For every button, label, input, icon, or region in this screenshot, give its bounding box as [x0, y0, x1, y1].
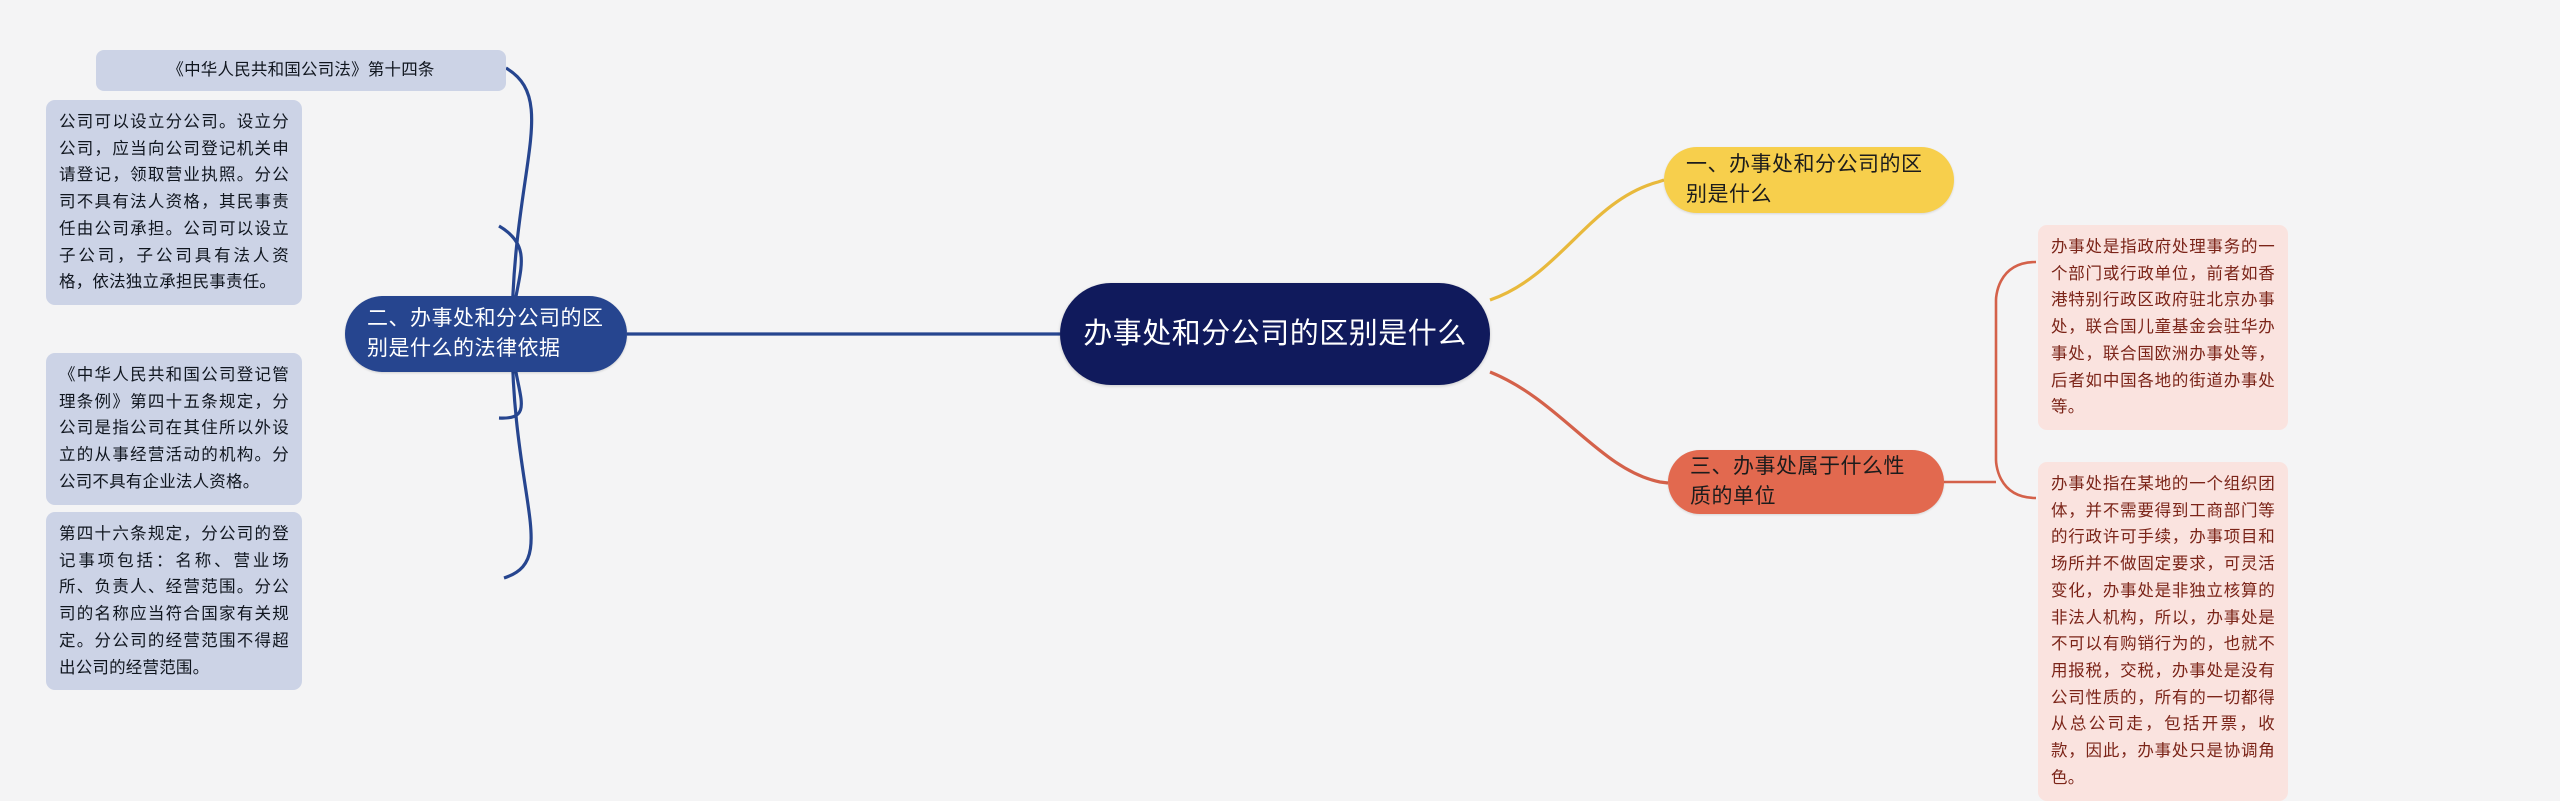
leaf-office-definition-text: 办事处是指政府处理事务的一个部门或行政单位，前者如香港特别行政区政府驻北京办事处… [2051, 238, 2275, 417]
branch-node-bottom-right[interactable]: 三、办事处属于什么性质的单位 [1668, 450, 1944, 514]
leaf-law-14-body-text: 公司可以设立分公司。设立分公司，应当向公司登记机关申请登记，领取营业执照。分公司… [59, 113, 289, 292]
branch-node-left-label: 二、办事处和分公司的区别是什么的法律依据 [367, 306, 604, 360]
branch-node-top-right[interactable]: 一、办事处和分公司的区别是什么 [1664, 147, 1954, 213]
leaf-law-14-title-text: 《中华人民共和国公司法》第十四条 [167, 61, 435, 79]
center-node[interactable]: 办事处和分公司的区别是什么 [1060, 283, 1490, 385]
branch-node-left[interactable]: 二、办事处和分公司的区别是什么的法律依据 [345, 296, 627, 372]
branch-node-bottom-right-label: 三、办事处属于什么性质的单位 [1690, 454, 1905, 508]
connector-center-to-salmon-branch [1489, 370, 1669, 485]
leaf-reg-45[interactable]: 《中华人民共和国公司登记管理条例》第四十五条规定，分公司是指公司在其住所以外设立… [46, 353, 302, 505]
leaf-office-nature[interactable]: 办事处指在某地的一个组织团体，并不需要得到工商部门等的行政许可手续，办事项目和场… [2038, 462, 2288, 801]
connector-salmon-to-leaves [1944, 250, 2026, 660]
connector-pink-spine [1994, 260, 2037, 500]
connector-yellow-to-leaf [1953, 180, 2022, 260]
connector-left-to-leaf-1 [505, 66, 534, 335]
center-node-label: 办事处和分公司的区别是什么 [1083, 317, 1467, 350]
branch-node-top-right-label: 一、办事处和分公司的区别是什么 [1686, 152, 1923, 206]
leaf-reg-46[interactable]: 第四十六条规定，分公司的登记事项包括：名称、营业场所、负责人、经营范围。分公司的… [46, 512, 302, 691]
leaf-law-14-title[interactable]: 《中华人民共和国公司法》第十四条 [96, 50, 506, 91]
mindmap-canvas: 办事处和分公司的区别是什么 二、办事处和分公司的区别是什么的法律依据 《中华人民… [46, 50, 2288, 801]
leaf-office-definition[interactable]: 办事处是指政府处理事务的一个部门或行政单位，前者如香港特别行政区政府驻北京办事处… [2038, 225, 2288, 431]
leaf-reg-45-text: 《中华人民共和国公司登记管理条例》第四十五条规定，分公司是指公司在其住所以外设立… [59, 366, 289, 491]
leaf-office-nature-text: 办事处指在某地的一个组织团体，并不需要得到工商部门等的行政许可手续，办事项目和场… [2051, 475, 2275, 787]
leaf-law-14-body[interactable]: 公司可以设立分公司。设立分公司，应当向公司登记机关申请登记，领取营业执照。分公司… [46, 100, 302, 306]
leaf-reg-46-text: 第四十六条规定，分公司的登记事项包括：名称、营业场所、负责人、经营范围。分公司的… [59, 525, 289, 677]
connector-center-to-yellow-branch [1489, 178, 1665, 302]
